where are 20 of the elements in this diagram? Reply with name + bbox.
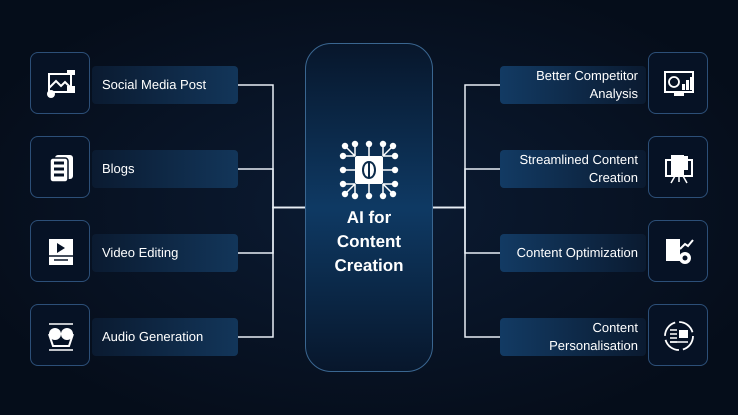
label-bar: [92, 318, 238, 356]
label-bar: [500, 150, 646, 188]
item-label: Video Editing: [102, 244, 178, 262]
item-label: Streamlined Content Creation: [518, 151, 638, 187]
item-label: Blogs: [102, 160, 135, 178]
item-label: Content Optimization: [516, 244, 638, 262]
connector-line: [433, 206, 500, 338]
central-panel: [305, 43, 433, 372]
item-label: Social Media Post: [102, 76, 206, 94]
connector-line: [238, 206, 305, 338]
label-bar: [92, 234, 238, 272]
label-bar: [92, 150, 238, 188]
item-label: Better Competitor Analysis: [535, 67, 638, 103]
label-bar: [92, 66, 238, 104]
item-label: Content Personalisation: [548, 319, 638, 355]
item-label: Audio Generation: [102, 328, 204, 346]
label-bar: [500, 318, 646, 356]
label-bar: [500, 234, 646, 272]
title-text: AI for Content Creation: [334, 206, 404, 276]
label-bar: [500, 66, 646, 104]
